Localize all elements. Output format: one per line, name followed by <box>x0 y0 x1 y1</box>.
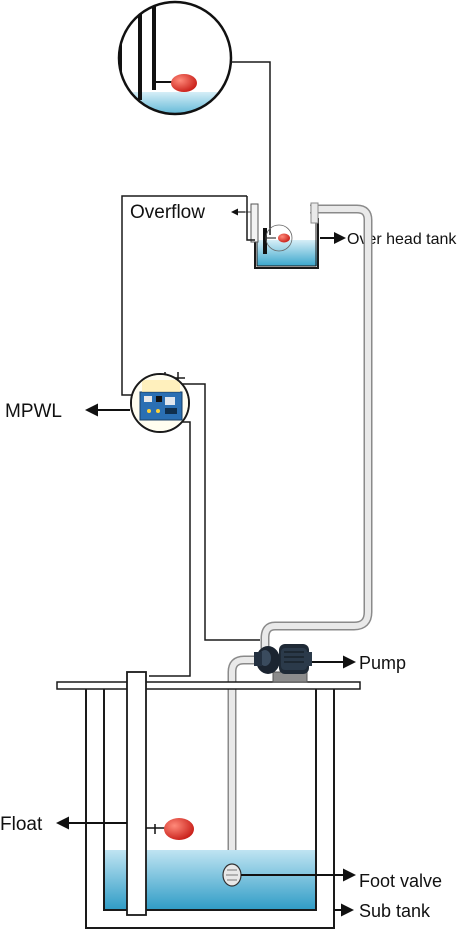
float-label: Float <box>0 814 43 835</box>
delivery-pipe <box>260 202 373 660</box>
pump-icon <box>254 644 312 683</box>
controller-board-icon <box>130 373 190 433</box>
ground-slab <box>56 681 361 690</box>
mpwl-label: MPWL <box>5 401 62 422</box>
foot-valve-arrow <box>241 868 356 882</box>
sub-tank-float <box>146 818 194 840</box>
tank-float-icon <box>278 233 290 243</box>
over-head-tank-label: Over head tank <box>347 231 457 248</box>
arrow-left-icon <box>85 403 98 417</box>
suction-pipe <box>227 655 258 870</box>
overflow-label: Overflow <box>130 202 205 223</box>
arrow-right-icon <box>334 232 346 244</box>
float-ball-icon <box>164 818 194 840</box>
sensor-wire <box>231 61 271 235</box>
foot-valve-label: Foot valve <box>359 871 442 891</box>
arrow-right-icon <box>343 655 356 669</box>
mpwl-arrow <box>85 403 130 417</box>
sub-tank-arrow <box>334 903 354 917</box>
sub-tank-label: Sub tank <box>359 901 431 921</box>
pump-label: Pump <box>359 653 406 673</box>
control-wires <box>121 195 260 677</box>
arrow-right-icon <box>343 868 356 882</box>
arrow-left-icon <box>56 816 69 830</box>
arrow-right-icon <box>341 903 354 917</box>
overhead-tank-arrow <box>320 232 346 244</box>
sub-tank <box>85 671 335 929</box>
overflow-arrow <box>231 208 245 216</box>
overhead-tank <box>243 203 319 269</box>
foot-valve-icon <box>222 863 242 887</box>
pump-arrow <box>312 655 356 669</box>
magnifier-circle-icon <box>117 0 233 116</box>
arrow-left-icon <box>231 208 238 216</box>
float-ball-icon <box>171 74 197 92</box>
float-arrow <box>56 816 127 830</box>
